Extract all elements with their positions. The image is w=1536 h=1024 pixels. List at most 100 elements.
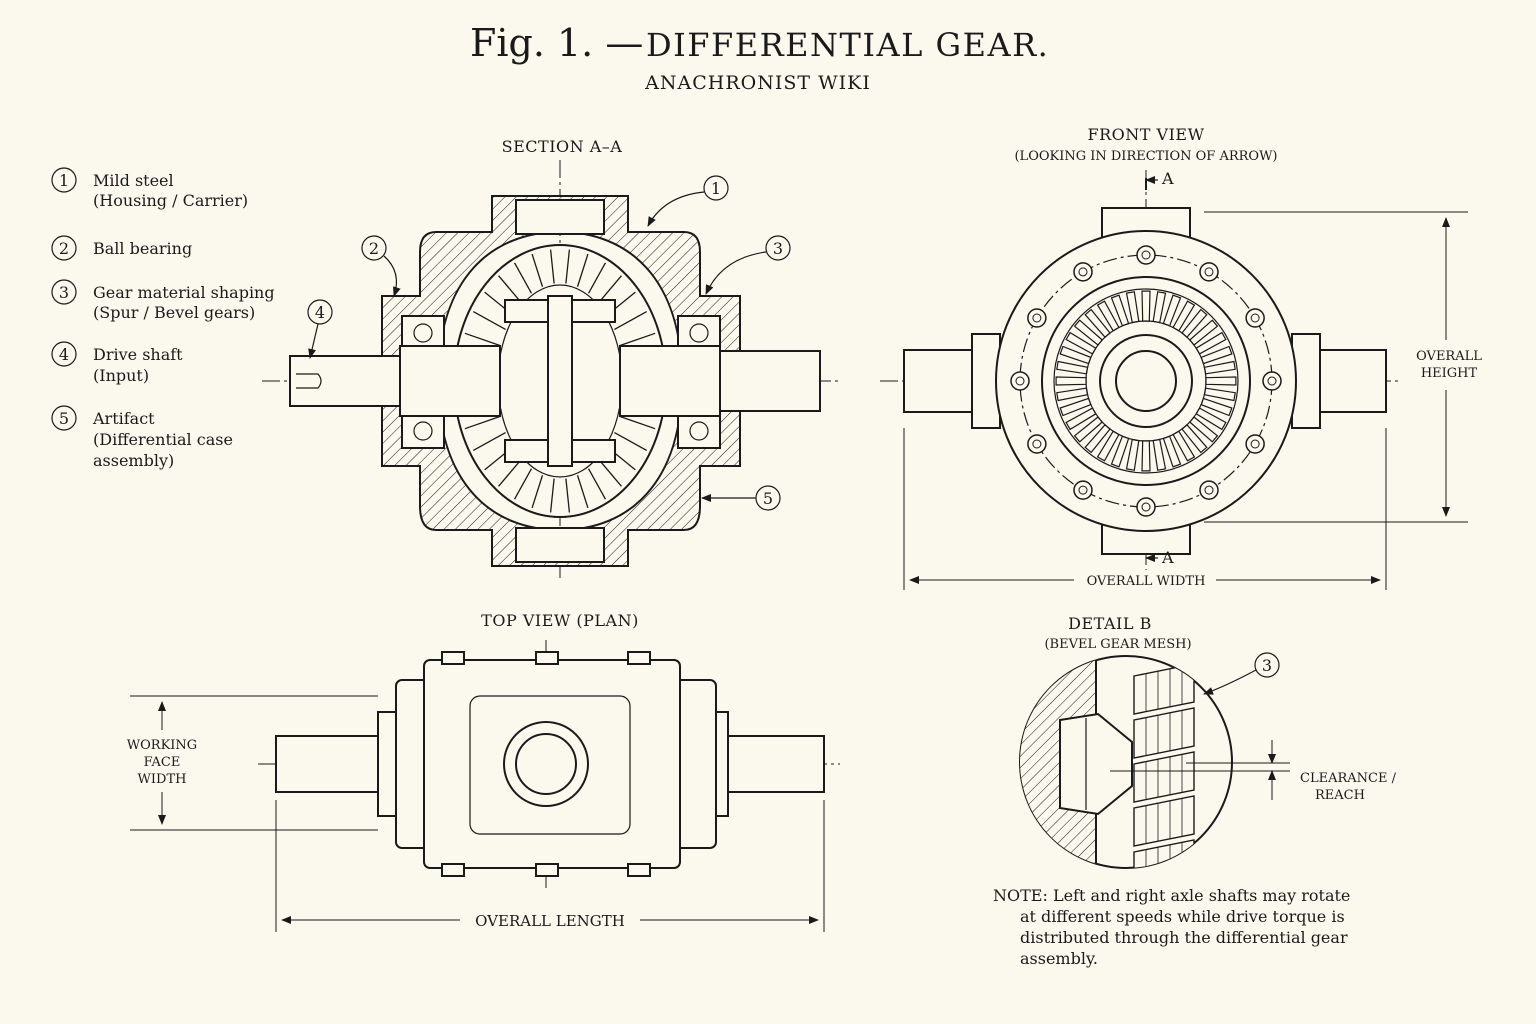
flange-bolts [1010,245,1282,517]
gear-tooth-line [513,262,533,294]
detail-view-title: DETAIL B [1068,614,1152,633]
detail-view: DETAIL B (BEVEL GEAR MESH) CLEARANCE / R… [1019,614,1397,869]
callout-circle-icon [307,299,333,325]
svg-text:3: 3 [1262,656,1272,675]
front-view-title: FRONT VIEW [1087,125,1204,144]
bolt-icon [1245,434,1265,454]
section-view-title: SECTION A–A [502,137,623,156]
hub-outer [1099,334,1193,428]
svg-text:(Spur / Bevel gears): (Spur / Bevel gears) [93,303,255,322]
outer-flange [995,230,1297,532]
ball-icon [689,421,709,441]
bolt-hole [1267,376,1277,386]
gear-tooth-line [619,415,656,430]
ball-icon [413,323,433,343]
gear-tooth-line [614,310,648,330]
figure-header: Fig. 1. — DIFFERENTIAL GEAR. ANACHRONIST… [470,21,1048,94]
gear-tooth-line [549,249,555,284]
svg-text:5: 5 [763,489,773,508]
bolt-hole [1204,267,1214,277]
ball-icon [689,323,709,343]
gear-tooth-line [598,458,622,487]
figure-subtitle: ANACHRONIST WIKI [644,72,871,94]
ball-bearing-left-lower [401,413,445,449]
dim-face-width-1: WORKING [127,738,197,753]
callout-circle-icon [51,167,77,193]
dim-face-width-2: FACE [144,755,181,770]
bottom-boss [515,527,605,563]
title-prefix: Fig. 1. — [470,21,643,65]
gear-tooth-line [513,468,533,500]
front-view-subtitle: (LOOKING IN DIRECTION OF ARROW) [1014,149,1277,164]
drive-shaft-left [289,355,403,407]
gear-tooth-line [598,275,622,304]
section-mark-bottom: A [1161,548,1174,567]
bolt-icon [1027,434,1047,454]
gear-tooth-line [531,253,544,287]
axle-left-inner [399,345,501,417]
dim-face-width-3: WIDTH [138,772,187,787]
gear-tooth-line [464,415,501,430]
front-view: FRONT VIEW (LOOKING IN DIRECTION OF ARRO… [880,125,1482,590]
bolt-icon [1010,371,1030,391]
bolt-icon [1136,245,1156,265]
gear-tooth-line [576,253,589,287]
section-view: SECTION A–A 1 [262,137,842,578]
hub-outer [503,721,589,807]
bolt-hole [1250,439,1260,449]
bolt-hole [1032,439,1042,449]
bolt-hole [1250,313,1260,323]
svg-text:(Input): (Input) [93,366,149,385]
note-line: distributed through the differential gea… [1020,928,1348,947]
gear-tooth-line [587,468,607,500]
bolt-hole [1141,250,1151,260]
bolt-icon [1136,497,1156,517]
bolt-hole [1032,313,1042,323]
bolt-icon [1073,480,1093,500]
gear-tooth-line [531,475,544,509]
legend-item: 2 Ball bearing [51,235,192,261]
dim-overall-height-2: HEIGHT [1421,366,1478,381]
callout-circle-icon [51,405,77,431]
gear-tooth-line [614,432,648,452]
gear-tooth [1055,376,1087,386]
bolt-hole [1078,485,1088,495]
svg-text:1: 1 [59,171,69,190]
gear-tooth-line [576,475,589,509]
bevel-gear-teeth [1133,663,1195,868]
callout-circle-icon [51,235,77,261]
note-line: NOTE: Left and right axle shafts may rot… [993,886,1350,905]
callout-circle-icon [703,175,729,201]
top-view-title: TOP VIEW (PLAN) [481,611,639,630]
keyway [296,373,322,389]
hub-bore [1115,350,1177,412]
dim-clearance-2: REACH [1315,788,1365,803]
svg-text:2: 2 [369,239,379,258]
dim-overall-height-1: OVERALL [1416,349,1482,364]
gear-tooth-line [498,458,522,487]
ring-gear-teeth [1055,290,1237,472]
bolt-hole [1015,376,1025,386]
bevel-tooth [1133,795,1195,847]
ring-gear-outer [1041,276,1251,486]
callout-circle-icon [1254,652,1280,678]
cover-plate [469,695,631,835]
svg-text:(Differential case: (Differential case [93,430,233,449]
bevel-tooth [1133,751,1195,803]
svg-text:(Housing / Carrier): (Housing / Carrier) [93,191,248,210]
detail-view-subtitle: (BEVEL GEAR MESH) [1044,637,1191,652]
legend-item: 1 Mild steel (Housing / Carrier) [51,167,248,210]
gear-tooth-line [565,249,571,284]
gear-tooth-line [619,332,656,347]
svg-text:Ball bearing: Ball bearing [93,239,192,258]
left-shaft [903,349,977,413]
ball-bearing-right-lower [677,413,721,449]
legend: 1 Mild steel (Housing / Carrier) 2 Ball … [51,167,275,470]
pinion-gear [1059,712,1133,816]
top-boss [515,199,605,235]
gear-tooth-line [472,432,506,452]
bolt-icon [1262,371,1282,391]
gear-tooth-line [498,275,522,304]
bevel-tooth [1133,663,1195,715]
